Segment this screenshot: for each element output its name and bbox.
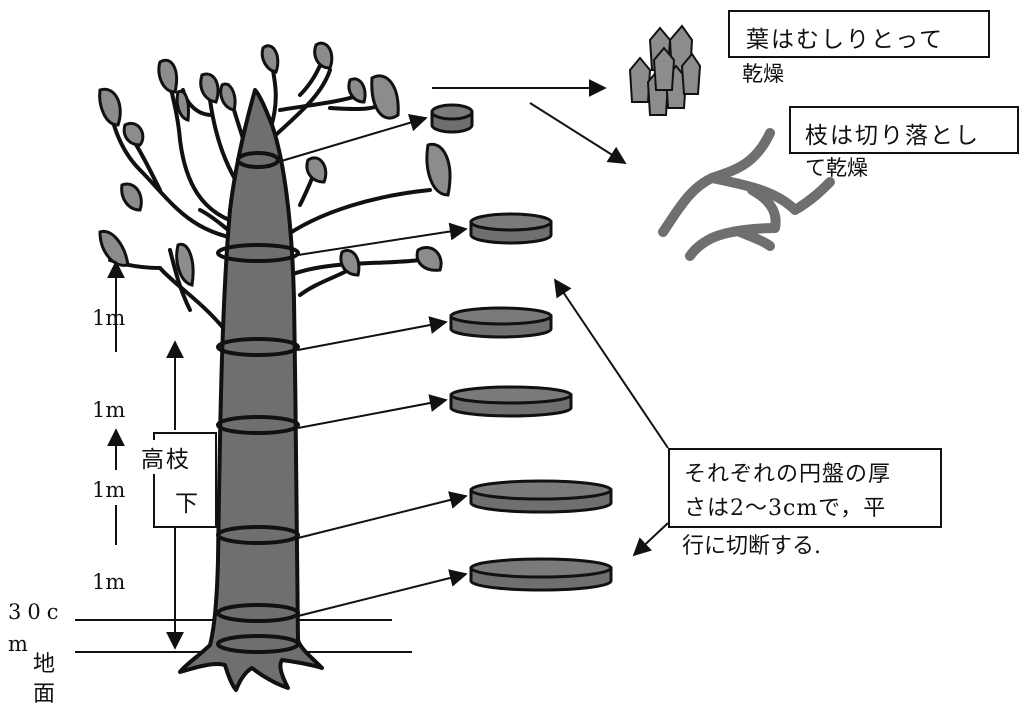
branches-arrow <box>529 102 627 164</box>
height-label-30cm-b: m <box>8 632 28 656</box>
disc <box>469 479 613 514</box>
cut-ring <box>216 634 300 654</box>
leaf <box>339 249 361 277</box>
leaf <box>305 156 328 184</box>
cut-branches-icon <box>658 128 835 261</box>
disc <box>469 212 553 245</box>
leaf <box>120 182 143 212</box>
disc-arrow <box>297 222 468 256</box>
leaf <box>98 229 130 267</box>
height-label-1m: 1m <box>92 306 126 330</box>
height-label-1m: 1m <box>92 478 126 502</box>
cut-ring <box>236 151 280 169</box>
leaf <box>370 74 400 120</box>
disc <box>449 385 573 418</box>
disc-arrow <box>297 491 468 539</box>
disc-arrows <box>277 113 468 617</box>
discs-callout-arrow-up <box>553 278 669 449</box>
disc <box>430 103 474 134</box>
leaf <box>175 89 190 122</box>
discs <box>430 103 613 592</box>
disc-arrow <box>297 316 448 351</box>
leaf <box>415 246 443 272</box>
leaf <box>347 77 367 104</box>
discs-callout: それぞれの円盤の厚 さは2～3cmで，平 <box>668 448 942 528</box>
disc-arrow <box>297 394 448 429</box>
tree-leaves <box>98 41 452 287</box>
cut-ring <box>216 337 300 357</box>
cut-rings <box>216 151 300 654</box>
dried-leaves-icon <box>628 24 702 116</box>
leaf <box>98 87 122 127</box>
leaf <box>157 58 178 94</box>
leaf <box>260 44 280 74</box>
branches-callout: 枝は切り落とし <box>789 106 1019 154</box>
cut-ring <box>216 243 300 263</box>
height-label-1m: 1m <box>92 398 126 422</box>
cut-ring <box>216 525 300 545</box>
disc <box>449 306 553 339</box>
leaf <box>425 142 452 197</box>
cut-ring <box>216 603 300 623</box>
branch-height-label-line2: 下 <box>175 491 198 517</box>
branches-callout-line2: て乾燥 <box>805 156 868 180</box>
disc-arrow <box>277 113 428 163</box>
cut-ring <box>216 415 300 435</box>
leaf <box>175 242 195 287</box>
leaves-callout-line1: 葉はむしりとって <box>746 27 945 53</box>
leaf <box>122 121 145 147</box>
disc <box>469 557 613 592</box>
discs-callout-line2: さは2～3cmで，平 <box>684 496 887 521</box>
height-label-30cm-a: 30c <box>8 600 65 624</box>
branch-height-label-line1: 高枝 <box>141 440 191 474</box>
branch-height-label-box: 高枝 下 <box>141 432 217 528</box>
discs-callout-line3: 行に切断する. <box>682 534 821 559</box>
leaf <box>199 72 220 104</box>
leaves-callout: 葉はむしりとって <box>728 10 990 58</box>
disc-arrow <box>297 569 468 617</box>
leaves-callout-line2: 乾燥 <box>742 62 784 86</box>
ground-label-a: 地 <box>33 652 56 677</box>
discs-callout-line1: それぞれの円盤の厚 <box>684 462 892 487</box>
discs-callout-arrow-down <box>632 522 669 557</box>
height-label-1m: 1m <box>92 570 126 594</box>
branches-callout-line1: 枝は切り落とし <box>805 123 980 149</box>
ground-label-b: 面 <box>33 682 56 707</box>
leaf <box>219 82 237 112</box>
leaf <box>313 41 334 70</box>
